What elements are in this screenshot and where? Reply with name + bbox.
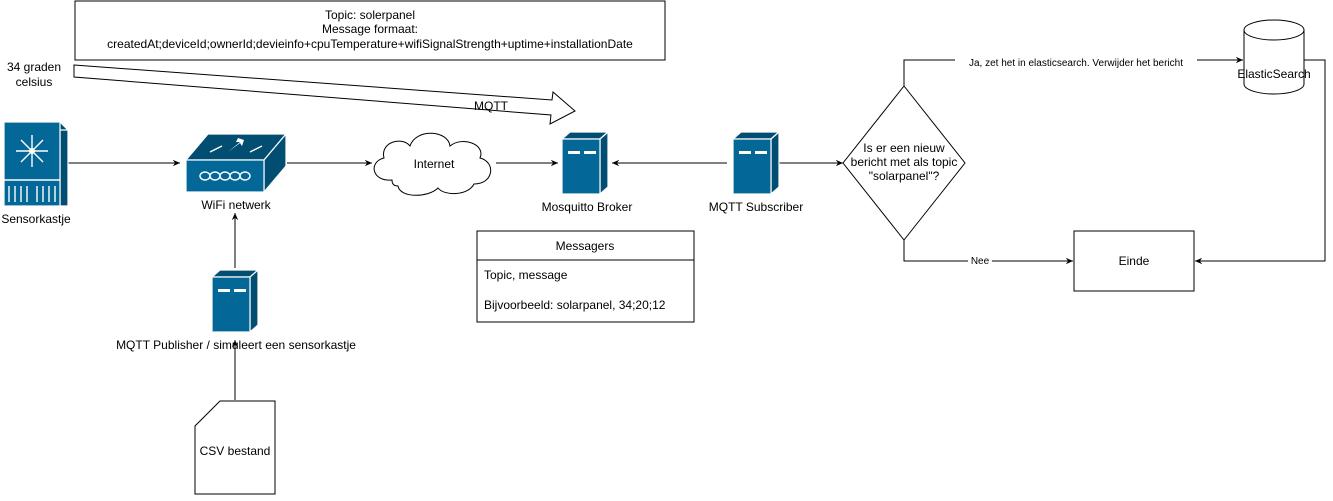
elasticsearch-label: ElasticSearch: [1237, 67, 1310, 81]
mqtt-arrow-label: MQTT: [474, 99, 509, 113]
topic-note-line2: Message formaat:: [322, 22, 418, 36]
edge-yes-label: Ja, zet het in elasticsearch. Verwijder …: [969, 58, 1183, 69]
edge-no-label-bg: [968, 255, 992, 267]
document-icon: CSV bestand: [194, 400, 276, 495]
edge-elasticsearch-to-einde: [1195, 59, 1326, 265]
publisher-label: MQTT Publisher / simuleert een sensorkas…: [116, 338, 356, 352]
database-icon: ElasticSearch: [1237, 19, 1311, 95]
decision-line3: "solarpanel"?: [869, 169, 940, 183]
mqtt-flow-arrow: MQTT: [73, 64, 576, 125]
server-icon: [560, 130, 610, 196]
wireless-router-icon: [184, 132, 288, 194]
topic-note-line3: createdAt;deviceId;ownerId;devieinfo+cpu…: [107, 37, 633, 51]
topic-note-line1: Topic: solerpanel: [325, 8, 415, 22]
edge-yes-label-bg: [955, 56, 1197, 69]
internet-label: Internet: [414, 157, 455, 171]
messagers-table: Messagers Topic, message Bijvoorbeeld: s…: [476, 230, 695, 323]
decision-line1: Is er een nieuw: [863, 141, 945, 155]
decision-diamond: Is er een nieuw bericht met als topic "s…: [842, 85, 966, 241]
messagers-row-1: Topic, message: [484, 268, 568, 282]
cloud-icon: Internet: [373, 132, 491, 196]
cisco-switch-icon: [2, 120, 70, 207]
csv-label: CSV bestand: [200, 444, 271, 458]
wifi-label: WiFi netwerk: [201, 198, 271, 212]
sensorkastje-label: Sensorkastje: [1, 212, 71, 226]
edge-decision-no: [903, 240, 1073, 265]
edge-no-label: Nee: [971, 256, 990, 267]
broker-label: Mosquitto Broker: [542, 200, 633, 214]
decision-line2: bericht met als topic: [851, 155, 958, 169]
server-icon: [731, 130, 781, 196]
topic-note: Topic: solerpanel Message formaat: creat…: [74, 0, 666, 61]
temperature-note-line2: celsius: [16, 75, 53, 89]
temperature-note-line1: 34 graden: [7, 60, 61, 74]
subscriber-label: MQTT Subscriber: [709, 200, 803, 214]
messagers-row-2: Bijvoorbeeld: solarpanel, 34;20;12: [484, 298, 666, 312]
server-icon: [210, 268, 260, 334]
einde-box: Einde: [1073, 230, 1195, 292]
messagers-title: Messagers: [556, 239, 615, 253]
einde-label: Einde: [1119, 254, 1150, 268]
